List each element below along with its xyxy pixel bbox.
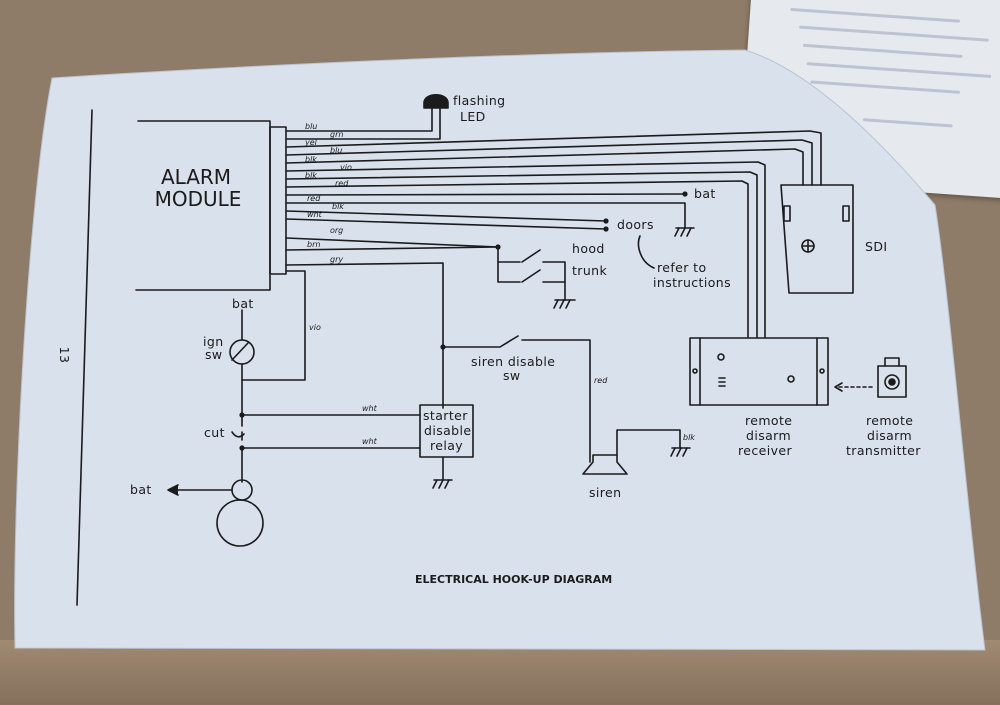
remote-transmitter-box bbox=[877, 365, 907, 398]
bat-left-label: bat bbox=[130, 482, 152, 497]
hood-label: hood bbox=[572, 241, 605, 256]
refer-label-line2: instructions bbox=[653, 275, 731, 290]
module-connector bbox=[269, 126, 287, 275]
siren-disable-label-line2: sw bbox=[503, 368, 521, 383]
wire-bundle bbox=[241, 107, 822, 409]
wire-label-blk: blk bbox=[305, 155, 317, 164]
siren-disable-switch bbox=[442, 335, 591, 463]
wire-label-brn: brn bbox=[307, 240, 320, 249]
transmitter-button-icon bbox=[884, 374, 900, 390]
receiver-label-line1: remote bbox=[745, 413, 792, 428]
wire-label-wht2: wht bbox=[362, 437, 378, 446]
wire-label-blk3: blk bbox=[332, 202, 344, 211]
wire-label-blu2: blu bbox=[330, 146, 342, 155]
wire-label-red-siren: red bbox=[594, 376, 608, 385]
hood-trunk-switches bbox=[497, 249, 576, 309]
page-number: 13 bbox=[57, 347, 72, 364]
refer-pointer bbox=[637, 235, 655, 269]
transmitter-label-line2: disarm bbox=[867, 428, 912, 443]
ground-symbol-top bbox=[674, 227, 695, 237]
ign-label-line1: ign bbox=[203, 334, 224, 349]
wire-label-vio-ign: vio bbox=[309, 323, 321, 332]
cut-label: cut bbox=[204, 425, 225, 440]
cut-mark-icon bbox=[231, 431, 245, 438]
wire-label-yel: yel bbox=[304, 138, 318, 147]
starter-disable-relay-box bbox=[419, 404, 474, 458]
wire-label-wht1: wht bbox=[362, 404, 378, 413]
wire-label-red2: red bbox=[307, 194, 321, 203]
wire-label-red: red bbox=[335, 179, 349, 188]
siren-disable-label-line1: siren disable bbox=[471, 354, 555, 369]
flashing-led-icon bbox=[423, 93, 449, 109]
wire-label-blu: blu bbox=[305, 122, 317, 131]
starter-relay-label-line1: starter bbox=[423, 408, 468, 423]
diagram-paper bbox=[14, 49, 986, 651]
wire-label-gry: gry bbox=[330, 255, 343, 264]
ign-label-line2: sw bbox=[205, 347, 223, 362]
wire-label-vio: vio bbox=[340, 163, 352, 172]
siren-icon bbox=[582, 429, 691, 475]
starter-relay-label-line2: disable bbox=[424, 423, 471, 438]
transmitter-label-line1: remote bbox=[866, 413, 913, 428]
sdi-label: SDI bbox=[865, 239, 887, 254]
doors-label: doors bbox=[617, 217, 654, 232]
wire-label-org: org bbox=[330, 226, 343, 235]
wire-label-blk-siren: blk bbox=[683, 433, 695, 442]
page-margin-rule bbox=[76, 109, 93, 606]
transmitter-label-line3: transmitter bbox=[846, 443, 921, 458]
led-label-line2: LED bbox=[460, 109, 486, 124]
bat-top-label: bat bbox=[694, 186, 716, 201]
ground-symbol-relay bbox=[432, 479, 453, 489]
receiver-label-line3: receiver bbox=[738, 443, 792, 458]
cardboard-background bbox=[0, 640, 1000, 705]
receiver-label-line2: disarm bbox=[746, 428, 791, 443]
trunk-label: trunk bbox=[572, 263, 607, 278]
siren-label: siren bbox=[589, 485, 621, 500]
module-label-line1: ALARM bbox=[161, 165, 231, 189]
starter-motor-icon bbox=[216, 499, 264, 547]
led-label-line1: flashing bbox=[453, 93, 506, 108]
module-label-line2: MODULE bbox=[155, 187, 242, 211]
starter-relay-label-line3: relay bbox=[430, 438, 463, 453]
bat-ign-label: bat bbox=[232, 296, 254, 311]
diagram-title: ELECTRICAL HOOK-UP DIAGRAM bbox=[415, 573, 612, 586]
wire-label-wht: wht bbox=[307, 210, 323, 219]
refer-label-line1: refer to bbox=[657, 260, 707, 275]
wire-label-blk2: blk bbox=[305, 171, 317, 180]
wire-label-grn: grn bbox=[330, 130, 343, 139]
remote-receiver-box bbox=[689, 337, 829, 406]
sdi-box bbox=[780, 184, 854, 294]
junction-dots bbox=[239, 191, 688, 451]
